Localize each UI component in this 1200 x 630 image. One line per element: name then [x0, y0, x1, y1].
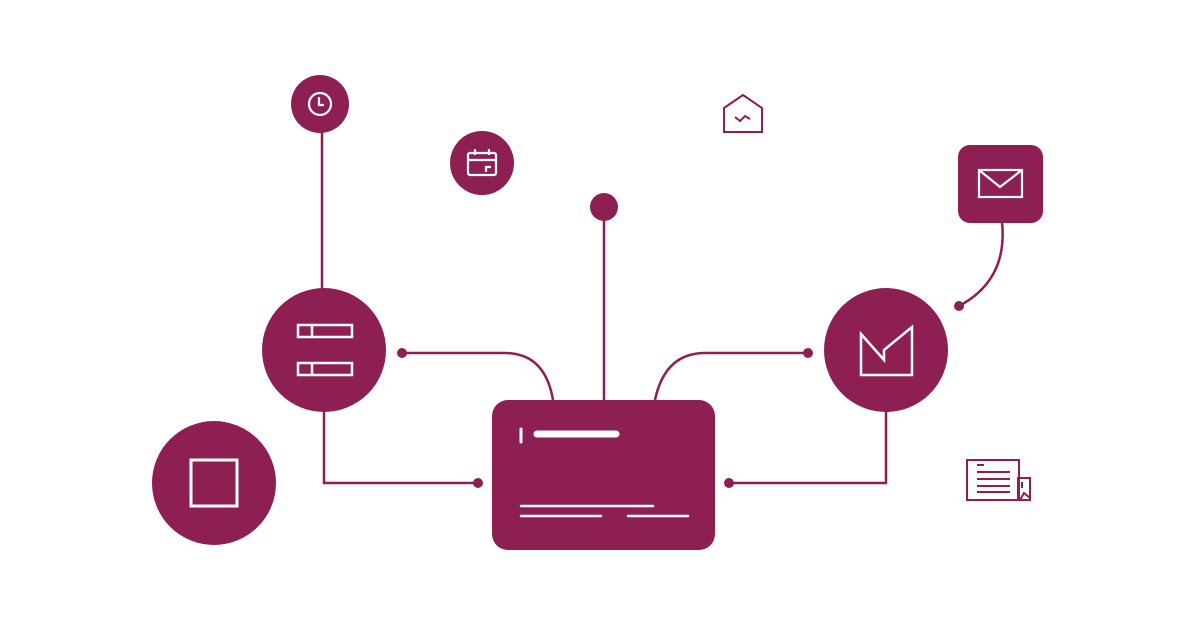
calendar-icon	[466, 149, 498, 177]
connector-list-to-card	[322, 410, 478, 485]
connector-dot	[724, 478, 734, 488]
connector-mailbox-curve	[958, 221, 1004, 308]
envelope-icon	[977, 168, 1024, 199]
connector-dot	[397, 348, 407, 358]
central-card	[492, 400, 715, 550]
envelope-node	[958, 145, 1043, 223]
connector-right-curve	[653, 351, 808, 401]
document-icon	[966, 459, 1031, 501]
mail-node	[824, 288, 948, 412]
connector-dot	[473, 478, 483, 488]
list-icon	[296, 323, 354, 377]
connector-dot	[954, 301, 964, 311]
square-node	[152, 421, 276, 545]
connector-dot	[803, 348, 813, 358]
mail-open-icon	[859, 324, 914, 377]
open-envelope-icon	[723, 93, 763, 133]
connector-left-curve	[402, 351, 555, 401]
top-connector-dot	[590, 193, 618, 221]
connector-mail-to-card	[729, 410, 888, 485]
card-icon	[519, 427, 690, 518]
square-icon	[189, 458, 239, 508]
list-node	[262, 288, 386, 412]
clock-icon	[307, 91, 333, 117]
clock-node	[291, 75, 349, 133]
calendar-node	[450, 131, 514, 195]
